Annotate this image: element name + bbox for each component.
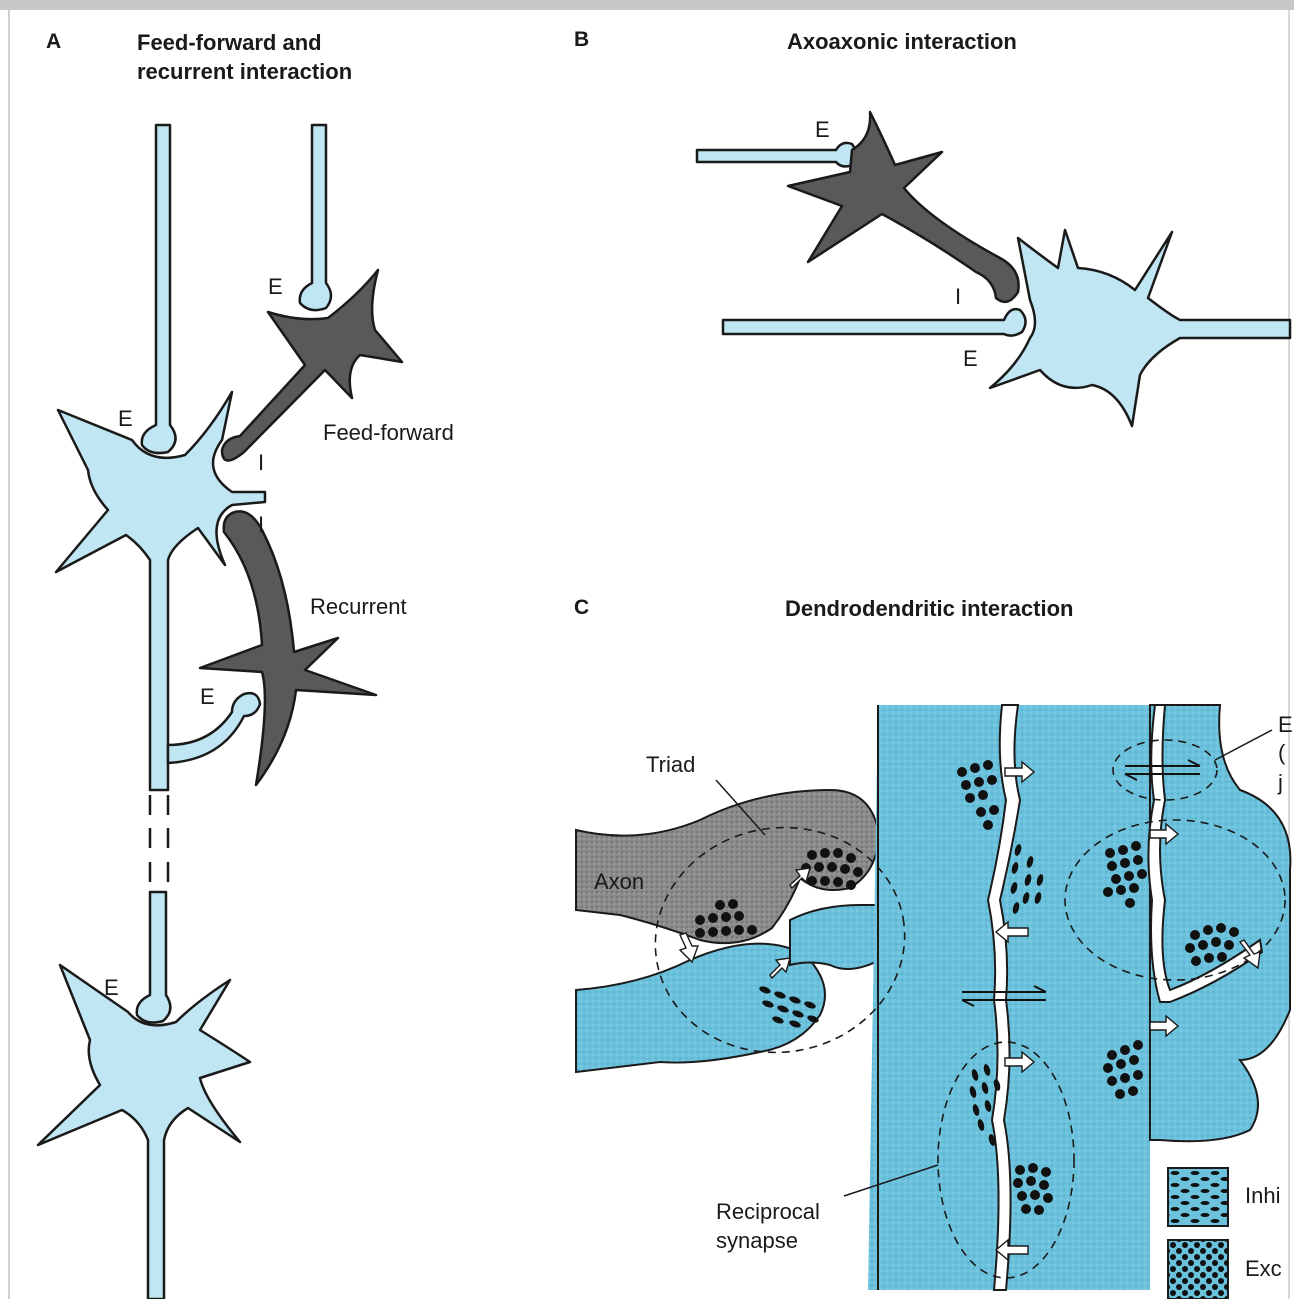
label-a-e2: E [118,406,133,432]
label-triad: Triad [646,752,695,778]
label-a-e1: E [268,274,283,300]
panel-a-diagram [38,125,402,1299]
panel-b-diagram [697,112,1290,426]
label-feed-forward: Feed-forward [323,420,454,446]
label-axon: Axon [594,869,644,895]
axon-e-top [697,143,856,167]
panel-a-title-line2: recurrent interaction [137,57,352,86]
legend-excitatory-label: Exc [1245,1256,1282,1282]
inhibitory-neuron-recurrent [200,511,376,785]
axon-e-feedforward [300,125,331,310]
panel-a-letter: A [46,30,61,54]
label-cut-paren: ( [1278,740,1285,766]
legend-inhibitory-label: Inhi [1245,1183,1280,1209]
panel-a-title-line1: Feed-forward and [137,28,322,57]
panel-b-title: Axoaxonic interaction [787,27,1017,56]
label-a-e3: E [200,684,215,710]
axon-gap [150,795,168,882]
legend-excitatory-swatch [1168,1240,1228,1299]
label-reciprocal-line2: synapse [716,1226,798,1255]
label-b-e2: E [963,346,978,372]
label-reciprocal-line1: Reciprocal [716,1197,820,1226]
excitatory-target-neuron [990,230,1290,426]
label-recurrent: Recurrent [310,594,407,620]
label-cut-e: E [1278,712,1293,738]
axon-e-main [142,125,176,453]
dendrite-bridge [790,905,880,969]
legend-inhibitory-swatch [1168,1168,1228,1226]
panel-c-title: Dendrodendritic interaction [785,594,1073,623]
axon-e-bottom [723,309,1026,335]
label-a-i2: I [258,512,264,538]
label-cut-j: j [1278,770,1283,796]
panel-c-letter: C [574,596,589,620]
panel-b-letter: B [574,28,589,52]
axon-e-lower [137,892,171,1023]
label-b-i: I [955,284,961,310]
label-b-e1: E [815,117,830,143]
label-a-i1: I [258,450,264,476]
label-a-e4: E [104,975,119,1001]
panel-c-diagram [576,705,1290,1299]
